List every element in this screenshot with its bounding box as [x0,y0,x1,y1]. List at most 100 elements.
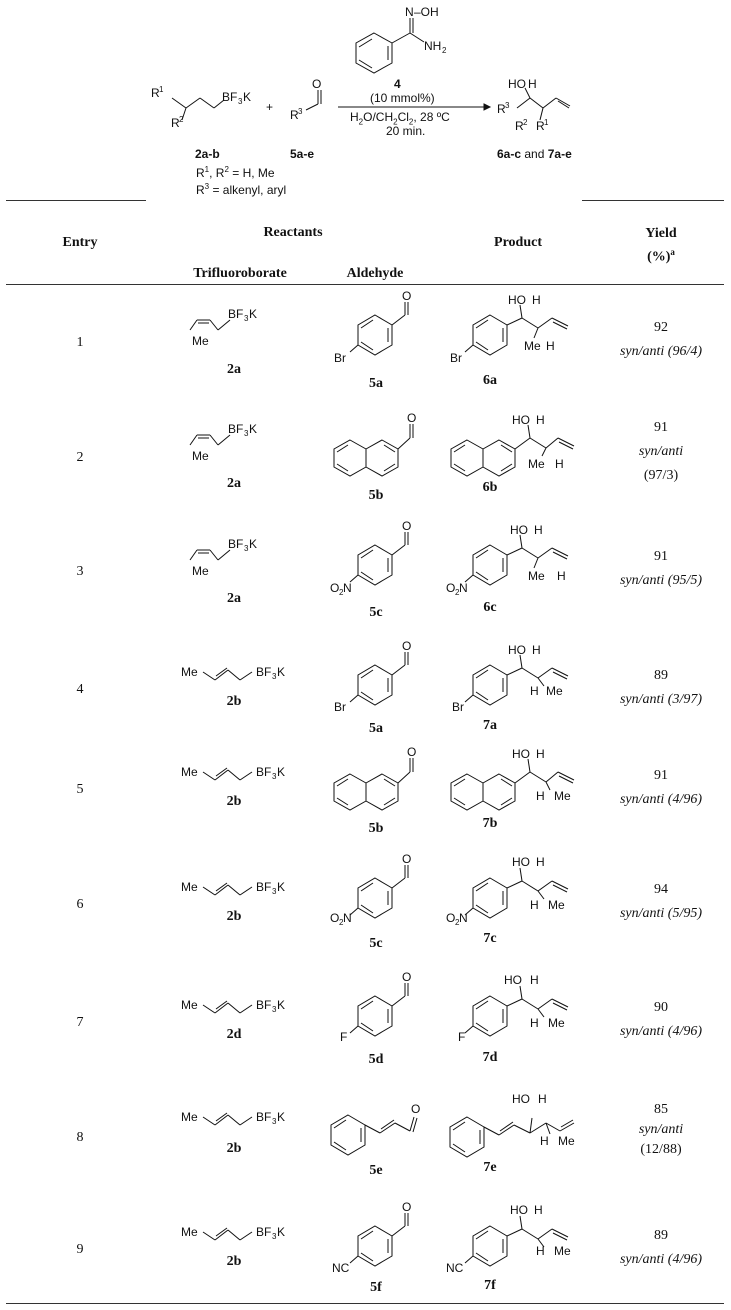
row1-product [464,304,569,356]
product-label: 6a-c and 7a-e [497,147,572,161]
selectivity-ratio: syn/anti [638,1122,684,1137]
reactant2-label: 5a-e [290,147,315,161]
svg-text:3: 3 [272,672,277,681]
svg-text:K: K [277,998,285,1012]
row6-product [464,867,569,919]
svg-text:2: 2 [442,46,447,55]
svg-text:H: H [540,1134,549,1148]
scheme-aldehyde [305,90,322,111]
selectivity-ratio: syn/anti [638,444,684,459]
svg-text:O: O [402,519,411,533]
yield-cell: 92 syn/anti (96/4) [601,316,721,364]
aldehyde-label: 5a [369,721,383,736]
aldehyde-label: 5c [369,605,383,620]
product-label: 6a [483,373,497,388]
entry-number: 8 [76,1130,84,1145]
aldehyde-label: 5b [368,821,384,836]
reaction-arrow [338,103,492,111]
svg-text:HO: HO [510,523,528,537]
header-reactants: Reactants [263,225,323,240]
aldehyde-label: 5b [368,488,384,503]
catalyst-label: 4 [394,77,401,91]
svg-text:H: H [555,457,564,471]
svg-text:Br: Br [450,351,462,365]
row5-boronate [202,767,253,781]
entry-number: 7 [76,1015,84,1030]
row7-product [464,985,569,1037]
aldehyde-label: 5f [370,1280,382,1295]
aldehyde-label: 5c [369,936,383,951]
svg-text:2: 2 [339,918,344,927]
header-product: Product [494,235,542,250]
svg-text:2: 2 [455,588,460,597]
svg-text:R: R [497,102,506,116]
svg-text:O: O [402,852,411,866]
boronate-label: 2d [226,1027,242,1042]
svg-text:H: H [530,1016,539,1030]
row2-aldehyde [333,424,414,477]
svg-text:K: K [249,537,257,551]
svg-text:K: K [243,90,251,104]
svg-text:Me: Me [181,998,198,1012]
svg-text:F: F [458,1030,465,1044]
row9-product [464,1215,569,1267]
svg-text:Me: Me [558,1134,575,1148]
svg-text:N: N [459,911,468,925]
entry-number: 3 [76,564,84,579]
svg-text:NH: NH [424,39,441,53]
row3-aldehyde [349,532,409,586]
svg-text:Me: Me [181,880,198,894]
row8-aldehyde [330,1114,418,1156]
row8-boronate [202,1112,253,1126]
svg-text:BF: BF [256,998,271,1012]
selectivity-ratio: syn/anti (3/97) [619,692,703,707]
entry-number: 6 [76,897,84,912]
table-bottom-rule [6,1303,724,1304]
svg-text:Me: Me [524,339,541,353]
selectivity-ratio-value: (12/88) [640,1142,682,1157]
svg-text:Br: Br [452,700,464,714]
svg-text:HO: HO [508,77,526,91]
svg-text:1: 1 [159,85,164,94]
svg-text:Br: Br [334,700,346,714]
header-yield-line1: Yield [645,226,677,241]
boronate-label: 2a [227,476,241,491]
yield-value: 91 [654,420,668,435]
yield-cell: 91 syn/anti (4/96) [601,764,721,812]
conditions-time: 20 min. [386,124,426,138]
svg-text:N: N [459,581,468,595]
svg-text:O: O [407,745,416,759]
selectivity-ratio: syn/anti (95/5) [619,573,703,588]
boronate-label: 2b [226,1141,242,1156]
header-yield-sup: a [670,247,675,257]
svg-text:K: K [277,1225,285,1239]
yield-value: 89 [654,668,668,683]
row1-aldehyde [349,302,409,356]
svg-text:Me: Me [181,1110,198,1124]
boronate-label: 2b [226,794,242,809]
catalyst-loading: (10 mmol%) [370,91,435,105]
svg-text:HO: HO [508,643,526,657]
aldehyde-label: 5d [368,1052,384,1067]
svg-text:Me: Me [181,765,198,779]
product-label: 6c [483,600,497,615]
table-header-rule [6,284,724,285]
svg-text:BF: BF [256,880,271,894]
yield-cell: 94 syn/anti (5/95) [601,878,721,926]
aldehyde-label: 5a [369,376,383,391]
svg-text:H: H [536,789,545,803]
yield-value: 92 [654,320,668,335]
svg-text:Me: Me [192,449,209,463]
svg-text:3: 3 [272,887,277,896]
svg-text:HO: HO [504,973,522,987]
boronate-label: 2a [227,591,241,606]
svg-text:O: O [330,581,339,595]
svg-text:2: 2 [455,918,460,927]
svg-text:H: H [534,523,543,537]
yield-value: 91 [654,768,668,783]
row3-boronate [189,549,231,561]
svg-text:BF: BF [256,765,271,779]
svg-text:O: O [407,411,416,425]
product-label: 6b [482,480,498,495]
